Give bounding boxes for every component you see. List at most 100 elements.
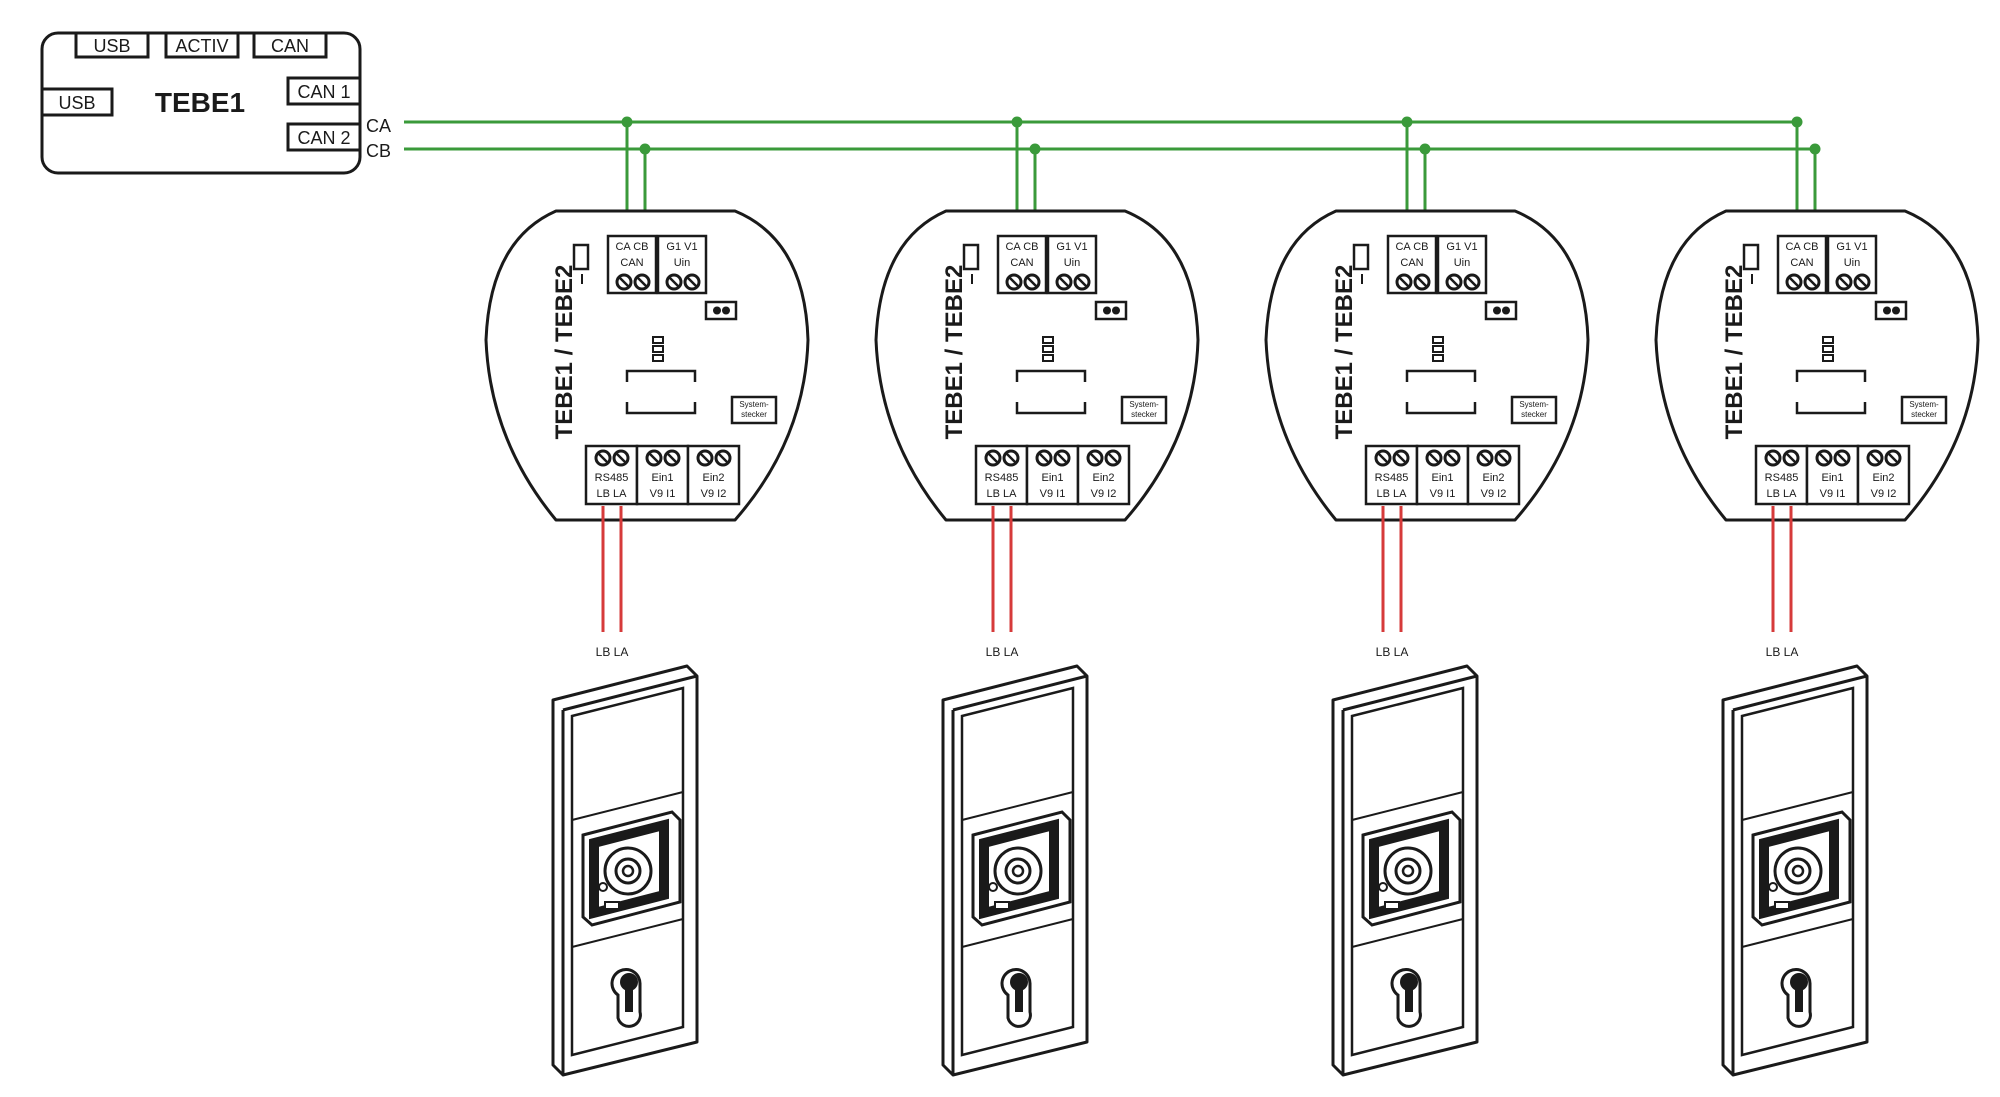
reader-lens-icon xyxy=(1773,846,1823,896)
jumper-pin-a xyxy=(1493,306,1501,315)
jumper-icon xyxy=(1484,300,1518,321)
screw-slot xyxy=(1058,276,1070,288)
key-cylinder-icon xyxy=(1000,968,1032,1028)
module-housing xyxy=(1654,209,1980,522)
reader-divider-bottom xyxy=(571,918,684,948)
led-segment xyxy=(1042,354,1054,362)
screw-terminal-icon xyxy=(1866,449,1884,467)
can-block-pins: CA CB xyxy=(1785,241,1818,253)
led-segment xyxy=(1042,336,1054,344)
can-block-label: CAN xyxy=(1790,257,1813,269)
screw-terminal-icon xyxy=(714,449,732,467)
can-block-label: CAN xyxy=(1400,257,1423,269)
bottom-block-bottom-label: LB LA xyxy=(1377,488,1408,500)
bottom-block-top-label: RS485 xyxy=(595,472,629,484)
module-housing xyxy=(874,209,1200,522)
can-block-pins: CA CB xyxy=(615,241,648,253)
bottom-block-bottom-label: V9 I2 xyxy=(1091,488,1117,500)
screw-slot xyxy=(1377,452,1389,464)
screw-slot xyxy=(615,452,627,464)
screw-terminal-icon xyxy=(1853,273,1871,291)
reader-frame-top-edge xyxy=(952,674,1088,712)
led-icon xyxy=(652,336,664,362)
reader-indicator xyxy=(1378,882,1388,892)
can-block-label: CAN xyxy=(620,257,643,269)
reader-wire-label: LB LA xyxy=(596,645,629,659)
antenna-bracket-bottom xyxy=(625,402,697,415)
screw-slot xyxy=(666,452,678,464)
can-block-pins: CA CB xyxy=(1005,241,1038,253)
power-block-pins: G1 V1 xyxy=(1056,241,1087,253)
jumper-icon xyxy=(1874,300,1908,321)
module-title: TEBE1 / TEBE2 xyxy=(941,265,968,440)
bus-label-ca: CA xyxy=(366,116,391,136)
reader-indicator xyxy=(988,882,998,892)
screw-slot xyxy=(1838,276,1850,288)
master-port-activ xyxy=(164,31,240,59)
module-connector xyxy=(962,243,980,271)
power-block-pins: G1 V1 xyxy=(666,241,697,253)
screw-terminal-icon xyxy=(1782,449,1800,467)
screw-slot xyxy=(1466,276,1478,288)
antenna-bracket-top xyxy=(1015,369,1087,382)
reader-divider-bottom xyxy=(1741,918,1854,948)
screw-slot xyxy=(1856,276,1868,288)
screw-slot xyxy=(1026,276,1038,288)
system-plug-label-2: stecker xyxy=(1131,410,1157,419)
reader-frame-top-edge xyxy=(562,674,698,712)
led-icon xyxy=(1432,336,1444,362)
reader-indicator xyxy=(1768,882,1778,892)
screw-slot xyxy=(1806,276,1818,288)
led-segment xyxy=(652,354,664,362)
screw-terminal-icon xyxy=(1073,273,1091,291)
system-plug-label-1: System- xyxy=(1129,400,1159,409)
screw-slot xyxy=(686,276,698,288)
led-segment xyxy=(652,336,664,344)
screw-slot xyxy=(597,452,609,464)
screw-terminal-icon xyxy=(683,273,701,291)
key-cylinder-slot xyxy=(625,990,633,1012)
reader-divider-top xyxy=(571,791,684,821)
bottom-block-bottom-label: V9 I1 xyxy=(650,488,676,500)
screw-terminal-icon xyxy=(1374,449,1392,467)
led-segment xyxy=(1822,354,1834,362)
screw-slot xyxy=(1869,452,1881,464)
reader-indicator xyxy=(598,882,608,892)
led-icon xyxy=(1042,336,1054,362)
screw-slot xyxy=(1005,452,1017,464)
screw-terminal-icon xyxy=(1104,449,1122,467)
key-cylinder-head xyxy=(1010,973,1028,991)
power-block-pins: G1 V1 xyxy=(1836,241,1867,253)
bus-label-cb: CB xyxy=(366,141,391,161)
screw-slot xyxy=(1836,452,1848,464)
screw-terminal-icon xyxy=(1413,273,1431,291)
screw-terminal-icon xyxy=(1053,449,1071,467)
screw-slot xyxy=(1497,452,1509,464)
reader-device xyxy=(551,664,699,1077)
screw-slot xyxy=(1008,276,1020,288)
key-cylinder-slot xyxy=(1405,990,1413,1012)
module-title: TEBE1 / TEBE2 xyxy=(1721,265,1748,440)
screw-slot xyxy=(987,452,999,464)
power-block-pins: G1 V1 xyxy=(1446,241,1477,253)
reader-lens-icon xyxy=(1383,846,1433,896)
screw-slot xyxy=(648,452,660,464)
screw-terminal-icon xyxy=(1835,273,1853,291)
key-cylinder-icon xyxy=(1390,968,1422,1028)
master-port-can1 xyxy=(286,76,362,106)
module-housing xyxy=(1264,209,1590,522)
screw-terminal-icon xyxy=(1055,273,1073,291)
master-title: TEBE1 xyxy=(155,87,245,118)
bottom-block-bottom-label: V9 I2 xyxy=(1481,488,1507,500)
led-segment xyxy=(1822,336,1834,344)
antenna-bracket-bottom xyxy=(1405,402,1477,415)
screw-terminal-icon xyxy=(1035,449,1053,467)
reader-lens-icon xyxy=(993,846,1043,896)
reader-wire-label: LB LA xyxy=(1766,645,1799,659)
antenna-bracket-bottom xyxy=(1015,402,1087,415)
module-housing xyxy=(484,209,810,522)
